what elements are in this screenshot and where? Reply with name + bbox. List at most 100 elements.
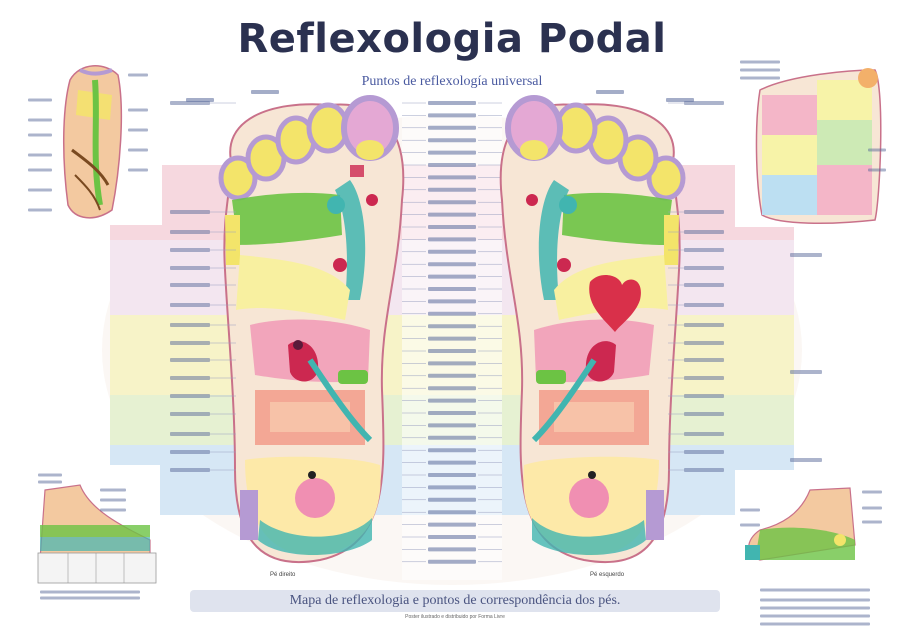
reflex-point-label: [790, 370, 822, 374]
reflex-point-label: [428, 349, 476, 353]
reflex-point-label: [760, 598, 870, 602]
reflex-point-label: [170, 376, 210, 380]
poster-subtitle: Puntos de reflexología universal: [361, 74, 543, 89]
reflex-point-label: [28, 208, 52, 212]
reflex-point-label: [428, 535, 476, 539]
reflex-point-label: [428, 435, 476, 440]
reflex-point-label: [428, 175, 476, 180]
poster-title: Reflexologia Podal: [237, 16, 667, 62]
heart-zone: [589, 274, 641, 332]
reflex-point-label: [428, 187, 476, 192]
reflex-point-label: [684, 303, 724, 307]
reflex-point-label: [760, 588, 870, 592]
left-foot-sole: [218, 95, 405, 564]
inset-foot-inner-side: [735, 52, 886, 227]
reflex-point-label: [128, 148, 148, 152]
reflex-point-label: [428, 212, 476, 217]
reflex-point-label: [428, 423, 476, 428]
poster-footer-caption: Mapa de reflexologia e pontos de corresp…: [190, 590, 720, 612]
reflex-point-label: [684, 210, 724, 214]
reflex-point-label: [40, 596, 140, 600]
reflex-point-label: [596, 90, 624, 94]
reflex-point-label: [428, 299, 476, 304]
inset-foot-outer-side-right: [735, 470, 885, 626]
reflex-point-label: [428, 324, 476, 329]
reflex-point-label: [740, 60, 780, 64]
center-label-column: [402, 95, 502, 580]
reflex-point-label: [760, 606, 870, 610]
reflex-point-label: [428, 386, 476, 391]
reflex-point-label: [128, 128, 148, 132]
reflex-point-label: [170, 432, 210, 436]
reflex-point-label: [428, 287, 476, 291]
right-foot-sole: [499, 95, 686, 564]
reflex-point-label: [186, 98, 214, 102]
reflex-point-label: [428, 460, 476, 465]
reflex-point-label: [684, 101, 724, 105]
reflex-point-label: [868, 148, 886, 152]
reflex-point-label: [684, 450, 724, 454]
reflex-point-label: [684, 230, 724, 234]
reflex-point-label: [428, 473, 476, 477]
reflex-point-label: [128, 73, 148, 77]
reflex-point-label: [428, 373, 476, 378]
reflex-point-label: [170, 303, 210, 307]
reflex-point-label: [684, 341, 724, 345]
reflex-point-label: [128, 108, 148, 112]
reflex-point-label: [428, 497, 476, 502]
reflex-point-label: [428, 237, 476, 242]
reflex-point-label: [28, 133, 52, 137]
reflex-point-label: [170, 358, 210, 362]
inset-foot-top: [22, 55, 162, 225]
label-leader-lines: [170, 90, 822, 472]
reflex-point-label: [170, 283, 210, 287]
reflex-point-label: [428, 138, 476, 143]
reflex-point-label: [428, 510, 476, 515]
reflex-point-label: [100, 488, 126, 492]
reflex-point-label: [684, 412, 724, 416]
reflex-point-label: [428, 125, 476, 130]
reflex-point-label: [862, 520, 882, 524]
reflex-point-label: [428, 547, 476, 552]
reflex-point-label: [684, 248, 724, 252]
reflex-point-label: [428, 225, 476, 229]
reflex-point-label: [428, 101, 476, 105]
reflex-point-label: [428, 113, 476, 118]
reflex-point-label: [251, 90, 279, 94]
toe: [218, 155, 258, 201]
reflex-point-label: [684, 394, 724, 398]
reflex-point-label: [684, 358, 724, 362]
reflex-point-label: [28, 118, 52, 122]
reflex-point-label: [428, 361, 476, 366]
reflex-point-label: [684, 376, 724, 380]
reflex-point-label: [428, 150, 476, 155]
reflex-point-label: [862, 506, 882, 510]
reflex-point-label: [170, 450, 210, 454]
reflex-point-label: [684, 468, 724, 472]
reflex-point-label: [28, 168, 52, 172]
reflex-point-label: [740, 68, 780, 72]
reflex-point-label: [428, 336, 476, 341]
reflex-point-label: [38, 480, 62, 484]
reflex-point-label: [170, 468, 210, 472]
reflex-point-label: [428, 311, 476, 316]
reflex-point-label: [170, 230, 210, 234]
reflex-point-label: [684, 323, 724, 327]
reflex-point-label: [790, 253, 822, 257]
reflex-point-label: [760, 614, 870, 618]
reflex-point-label: [28, 153, 52, 157]
reflex-point-label: [128, 168, 148, 172]
inset-foot-outer-side-left: [30, 465, 160, 600]
reflex-point-label: [666, 98, 694, 102]
reflex-point-label: [100, 498, 126, 502]
reflex-point-label: [38, 473, 62, 477]
left-foot-caption: Pé direito: [270, 572, 296, 578]
poster-credit: Poster ilustrado e distribuido por Forma…: [405, 614, 505, 620]
reflex-point-label: [170, 248, 210, 252]
reflex-point-label: [740, 508, 760, 512]
reflex-point-label: [684, 283, 724, 287]
reflex-point-label: [428, 200, 476, 205]
reflex-point-label: [428, 559, 476, 564]
